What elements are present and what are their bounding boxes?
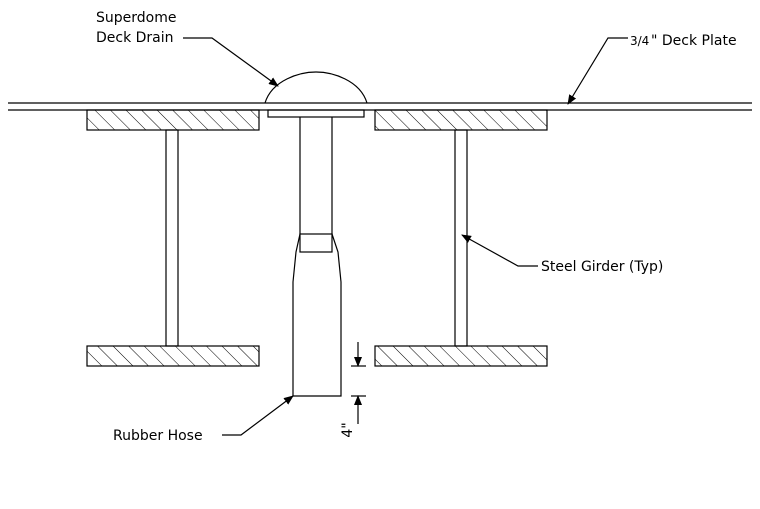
girder-label: Steel Girder (Typ) [541, 259, 663, 275]
left-steel-girder [86, 109, 260, 367]
hose-label: Rubber Hose [113, 428, 203, 444]
girder-leader [461, 234, 538, 267]
dimension-label: 4" [340, 422, 356, 437]
hose-leader [222, 395, 294, 436]
drain-leader [183, 37, 279, 87]
dimension-marks [351, 342, 366, 424]
superdome-drain [264, 71, 368, 118]
deck-plate [8, 102, 752, 111]
rubber-hose [292, 233, 342, 397]
deck-plate-leader [567, 37, 628, 105]
drain-pipe [299, 117, 333, 253]
drain-label-line2: Deck Drain [96, 30, 174, 46]
deck-plate-fraction: 3/4 [630, 34, 649, 48]
deck-plate-label: " Deck Plate [651, 33, 737, 49]
drain-label-line1: Superdome [96, 10, 176, 26]
right-steel-girder [374, 109, 548, 367]
